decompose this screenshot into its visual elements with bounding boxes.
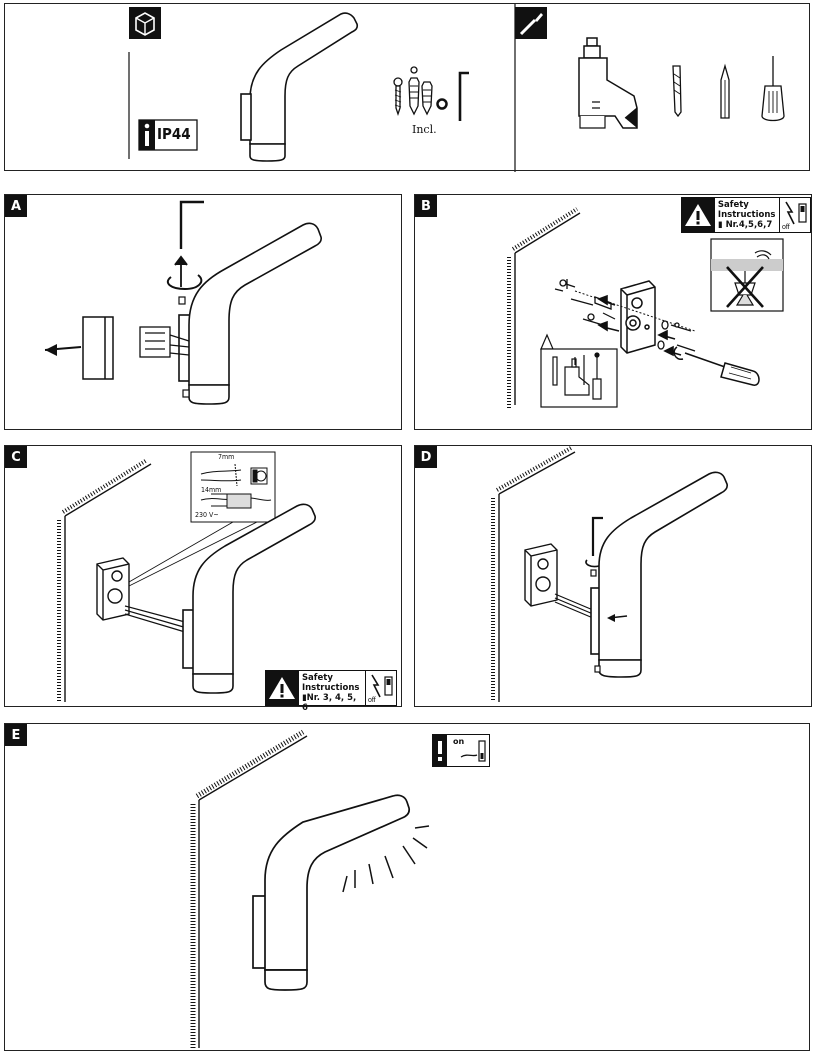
power-switch-icon: off — [365, 671, 396, 705]
power-switch-icon: off — [779, 198, 810, 232]
switch-on-label: on — [453, 737, 465, 746]
step-letter: B — [415, 195, 437, 217]
allen-key-icon — [591, 516, 603, 556]
safety-line1: Safety — [301, 673, 333, 683]
rotation-arrow-icon — [166, 255, 203, 291]
switch-off-label: off — [368, 697, 376, 704]
info-icon — [138, 119, 198, 151]
step-d-drawing — [491, 446, 728, 702]
lamp-drawing — [590, 471, 728, 678]
ip-rating: IP44 — [157, 125, 191, 143]
arrow-left-icon — [607, 614, 628, 622]
safety-refs: ▮Nr. 3, 4, 5, 6 — [301, 693, 357, 713]
safety-instructions-box: Safety Instructions ▮Nr. 3, 4, 5, 6 off — [265, 670, 397, 713]
allen-key-icon — [458, 71, 469, 121]
mounting-box — [524, 543, 558, 607]
included-label: Incl. — [412, 123, 437, 136]
step-letter: A — [5, 195, 27, 217]
step-c-panel: C — [4, 445, 402, 713]
safety-line2: Instructions — [301, 683, 360, 693]
safety-line2: Instructions — [717, 210, 776, 220]
cover-part — [82, 316, 114, 380]
switch-off-label: off — [782, 224, 790, 231]
drill-bit-icon — [672, 65, 682, 118]
screw-icon — [393, 77, 403, 117]
strip-long-label: 14mm — [201, 486, 222, 494]
arrow-left-icon — [44, 344, 82, 356]
mounting-box — [620, 280, 656, 354]
step-b-drawing — [507, 207, 784, 409]
tools-inset — [540, 333, 618, 408]
washer-icon — [436, 98, 448, 110]
step-b-panel: B — [414, 194, 812, 430]
terminal-block — [139, 326, 190, 358]
safety-line1: Safety — [717, 200, 749, 210]
power-on-box: on — [432, 734, 490, 767]
tools-icon — [515, 7, 547, 39]
wiring-inset — [190, 451, 276, 523]
step-letter: C — [5, 446, 27, 468]
screwdriver-icon — [673, 346, 760, 386]
dowel-icon — [408, 66, 420, 116]
no-ceiling-mount-inset — [710, 238, 784, 312]
allen-key-icon — [179, 200, 204, 249]
mounting-box — [96, 557, 130, 621]
screw-icon — [559, 279, 567, 287]
light-rays — [342, 825, 430, 893]
dowel-icon-2 — [421, 81, 433, 116]
voltage-label: 230 V~ — [195, 511, 219, 519]
safety-refs: ▮ Nr.4,5,6,7 — [717, 220, 773, 230]
lamp-drawing — [182, 503, 316, 694]
lamp-drawing — [252, 794, 411, 991]
power-switch-icon — [460, 740, 486, 762]
step-a-panel: A — [4, 194, 402, 430]
warning-icon — [433, 735, 447, 766]
contents-tools-panel: IP44 Incl. — [4, 3, 810, 172]
lamp-drawing — [240, 12, 359, 162]
step-d-panel: D — [414, 445, 812, 707]
lamp-drawing — [178, 222, 322, 405]
contents-tools-drawing — [128, 4, 785, 172]
safety-instructions-box: Safety Instructions ▮ Nr.4,5,6,7 off — [681, 197, 811, 233]
drill-icon — [578, 37, 638, 129]
step-c-drawing — [57, 451, 316, 702]
step-letter: E — [5, 724, 27, 746]
step-e-drawing — [190, 729, 430, 1048]
strip-short-label: 7mm — [218, 453, 235, 461]
step-a-drawing — [44, 200, 322, 405]
step-e-panel: E on — [4, 723, 810, 1051]
step-letter: D — [415, 446, 437, 468]
warning-icon — [266, 671, 299, 705]
pencil-icon — [720, 63, 730, 119]
warning-icon — [682, 198, 715, 232]
screwdriver-icon — [761, 56, 785, 122]
box-icon — [129, 7, 161, 39]
